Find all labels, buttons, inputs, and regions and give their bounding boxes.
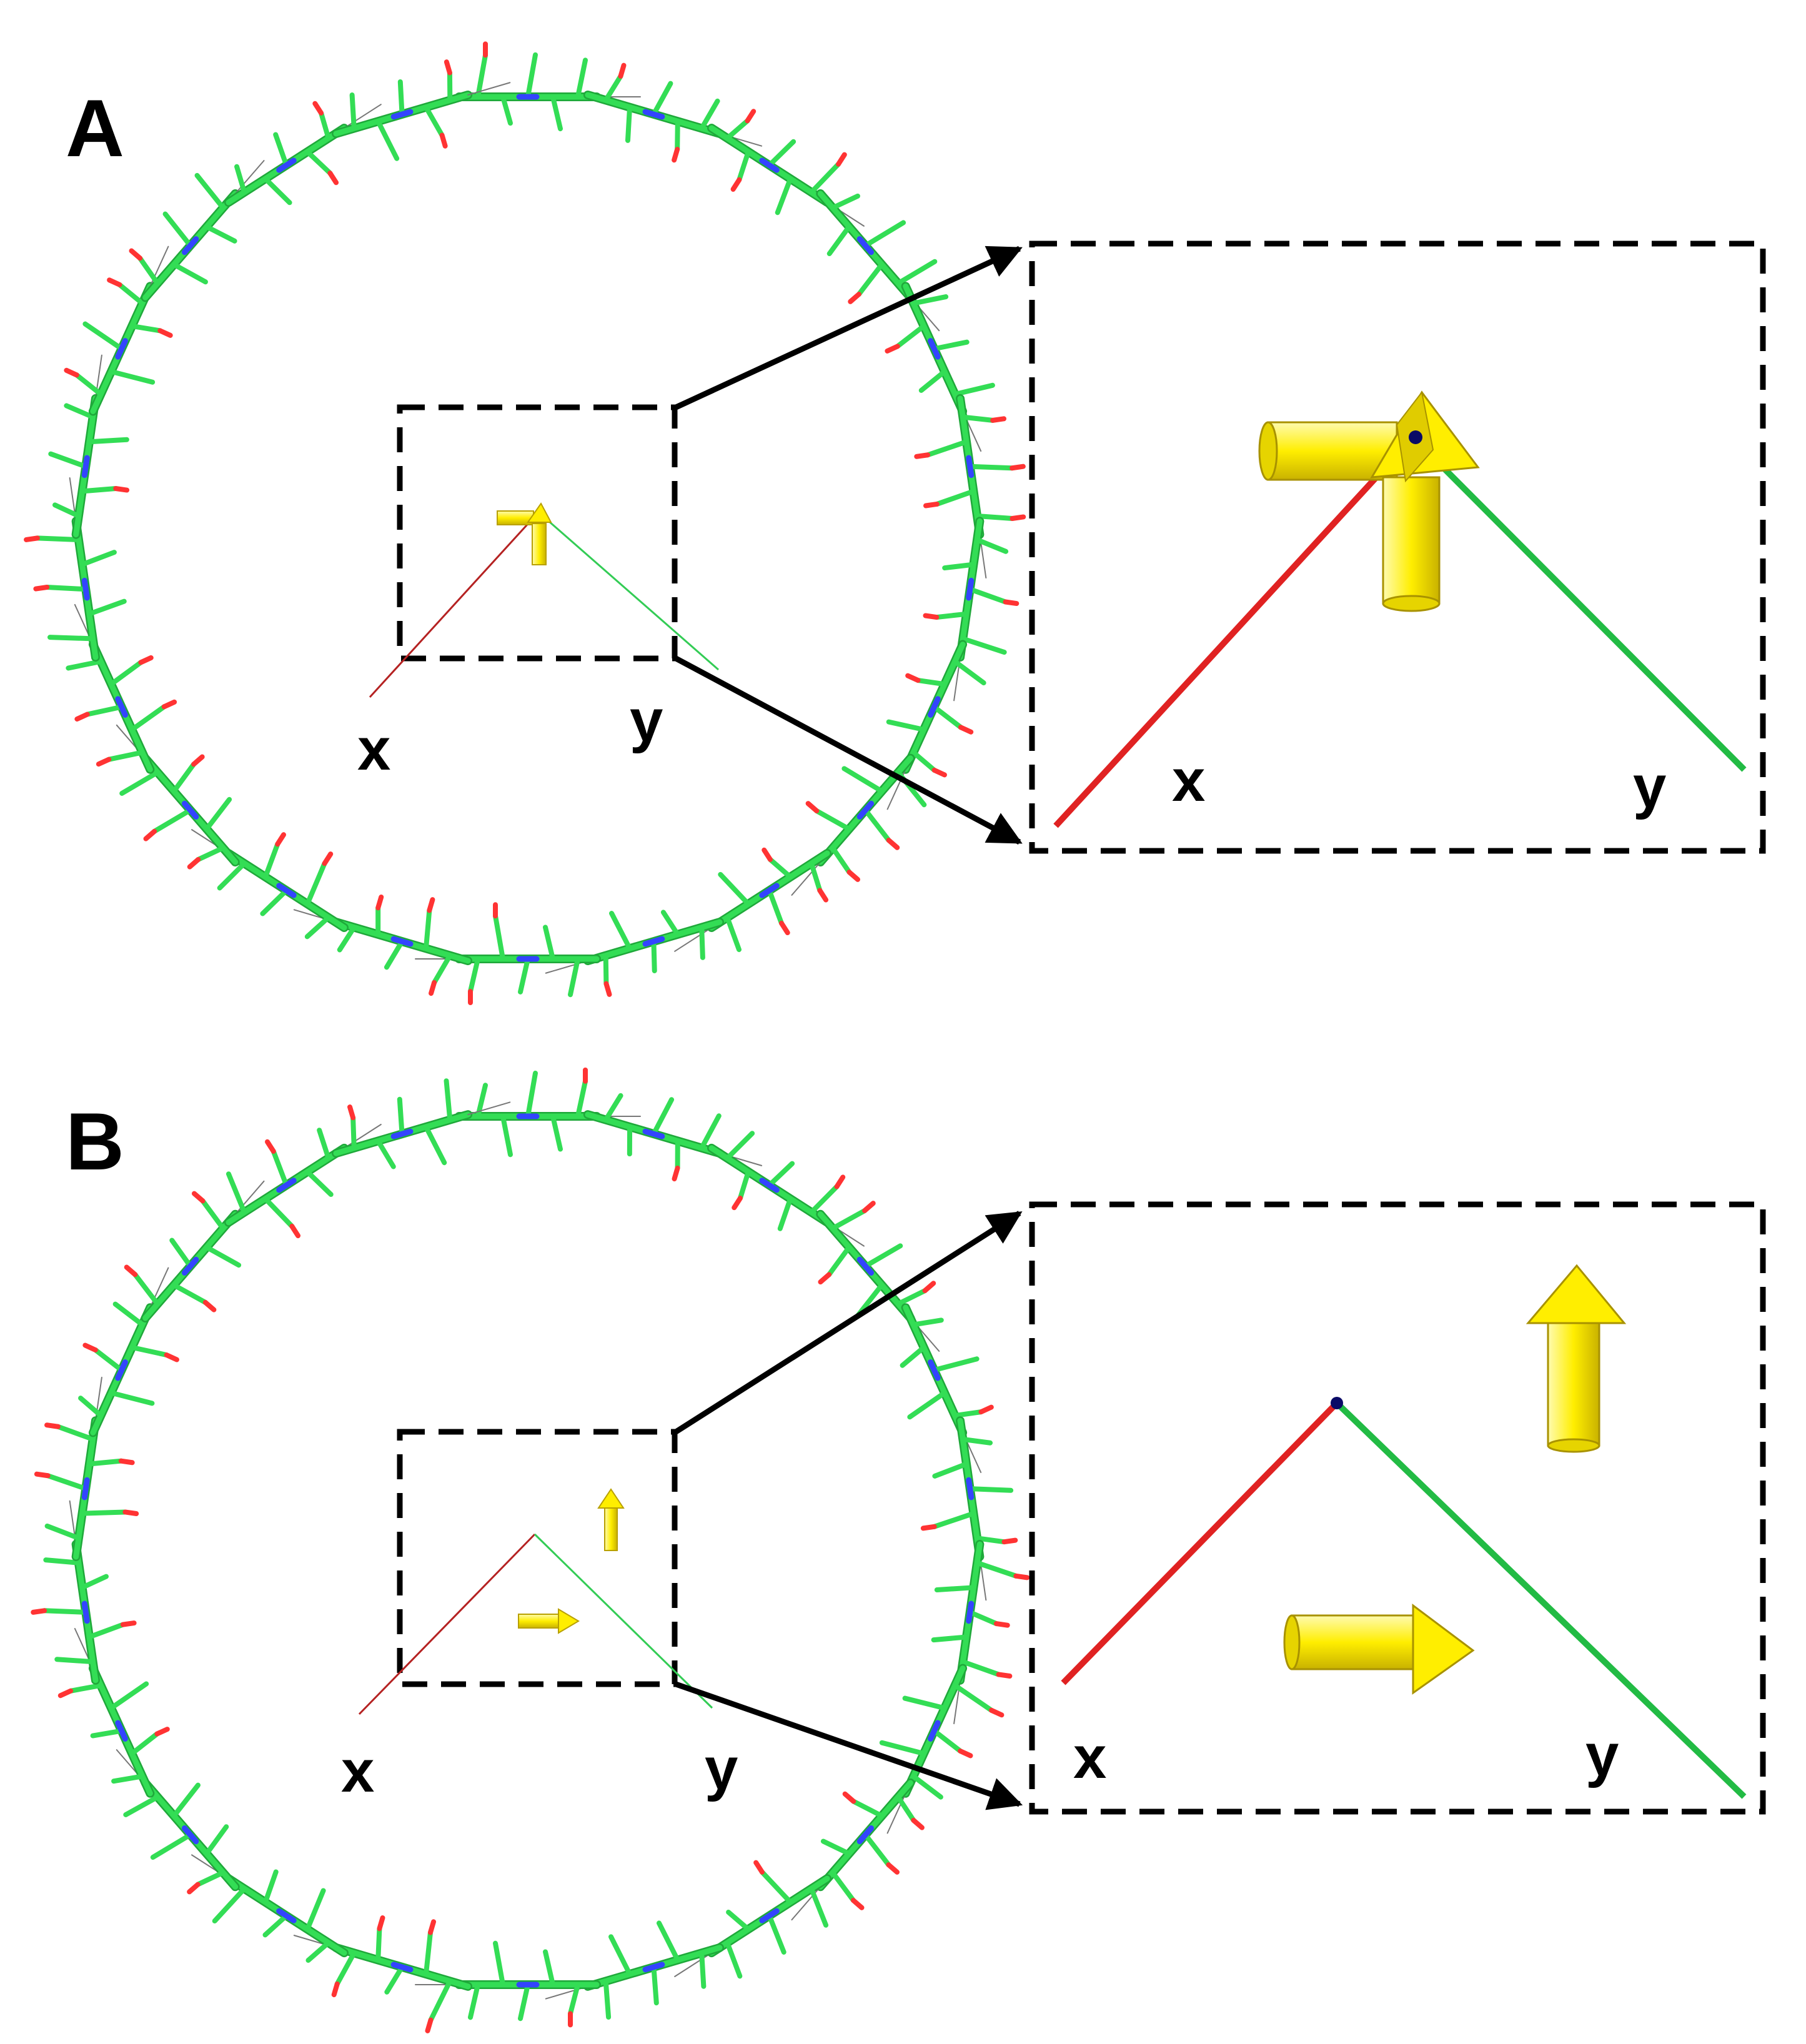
porphyrin-molecule xyxy=(124,1180,265,1323)
porphyrin-molecule xyxy=(885,282,995,452)
porphyrin-ring-a xyxy=(24,41,1026,1006)
porphyrin-molecule xyxy=(64,246,173,416)
x-axis-small-b xyxy=(358,1533,536,1715)
dipole-arrow-y-zoom-b xyxy=(1547,1319,1600,1447)
porphyrin-molecule xyxy=(931,1540,1030,1725)
porphyrin-molecule xyxy=(34,1376,139,1561)
porphyrin-molecule xyxy=(78,1267,179,1437)
panel-b: B x y x y xyxy=(31,1067,1766,2033)
inset-y-label-b: y xyxy=(705,1735,738,1802)
zoom-y-label-a: y xyxy=(1633,753,1666,820)
porphyrin-molecule xyxy=(66,603,177,774)
inset-x-label-a: x xyxy=(357,716,390,783)
porphyrin-molecule xyxy=(415,1940,601,2028)
porphyrin-ring-b xyxy=(31,1067,1030,2033)
dipole-arrowhead-small-a xyxy=(527,502,552,523)
porphyrin-molecule xyxy=(923,517,1020,702)
porphyrin-molecule xyxy=(191,1854,349,1963)
zoom-connector-bottom-a xyxy=(674,656,1023,845)
panel-label-a: A xyxy=(66,82,124,174)
dipole-arrow-y-zoom-a xyxy=(1382,476,1441,605)
zoom-x-label-a: x xyxy=(1172,747,1205,814)
x-axis-zoom-b xyxy=(1061,1401,1339,1685)
porphyrin-molecule xyxy=(900,1303,994,1474)
panel-label-b: B xyxy=(66,1096,124,1187)
zoom-connector-top-b xyxy=(674,1211,1023,1434)
y-axis-zoom-a xyxy=(1411,435,1747,772)
y-axis-small-b xyxy=(533,1533,713,1709)
porphyrin-molecule xyxy=(816,1201,940,1352)
dipole-arrows-zoom-a xyxy=(1258,390,1480,612)
porphyrin-molecule xyxy=(707,1131,865,1247)
zoom-box-a xyxy=(1029,241,1766,854)
inset-box-a xyxy=(397,404,678,662)
porphyrin-molecule xyxy=(224,101,382,207)
porphyrin-molecule xyxy=(116,1749,240,1895)
porphyrin-molecule xyxy=(24,477,127,662)
dipole-arrow-x-small-b xyxy=(518,1614,560,1629)
porphyrin-molecule xyxy=(674,847,832,953)
origin-dot-b xyxy=(1331,1397,1343,1409)
x-axis-small-a xyxy=(369,511,540,698)
porphyrin-molecule xyxy=(791,1778,925,1921)
porphyrin-molecule xyxy=(48,354,130,539)
porphyrin-molecule xyxy=(57,1627,170,1798)
zoom-x-label-b: x xyxy=(1073,1724,1106,1791)
porphyrin-molecule xyxy=(415,902,601,1006)
porphyrin-molecule xyxy=(914,394,1026,578)
porphyrin-molecule xyxy=(224,1124,382,1239)
dipole-arrows-small-a xyxy=(497,502,552,565)
y-axis-zoom-b xyxy=(1334,1401,1747,1799)
porphyrin-molecule xyxy=(455,41,641,132)
porphyrin-molecule xyxy=(129,160,265,302)
porphyrin-molecule xyxy=(293,894,473,996)
porphyrin-molecule xyxy=(31,1500,137,1685)
porphyrin-molecule xyxy=(332,59,511,161)
inset-y-label-a: y xyxy=(630,687,663,754)
zoom-y-label-b: y xyxy=(1585,1722,1619,1788)
porphyrin-molecule xyxy=(583,1093,763,1182)
y-axis-small-a xyxy=(538,511,719,671)
origin-dot-a xyxy=(1409,430,1422,444)
porphyrin-molecule xyxy=(455,1067,641,1158)
inset-box-b xyxy=(397,1429,678,1687)
porphyrin-molecule xyxy=(116,724,240,870)
dipole-arrow-y-small-b xyxy=(604,1506,618,1551)
porphyrin-molecule xyxy=(191,829,349,940)
x-axis-zoom-a xyxy=(1053,435,1416,828)
dipole-arrow-y-small-a xyxy=(532,523,547,565)
zoom-connector-top-a xyxy=(675,246,1023,410)
porphyrin-molecule xyxy=(583,62,763,163)
dipole-arrows-zoom-b xyxy=(1283,1264,1627,1695)
porphyrin-molecule xyxy=(545,1920,724,2020)
dipole-arrows-small-b xyxy=(518,1488,625,1634)
porphyrin-molecule xyxy=(816,189,940,332)
porphyrin-molecule xyxy=(332,1078,511,1169)
porphyrin-molecule xyxy=(879,1664,1005,1834)
zoom-connector-bottom-b xyxy=(675,1681,1023,1810)
porphyrin-molecule xyxy=(886,640,986,810)
porphyrin-molecule xyxy=(545,910,724,997)
panel-a: A x y x y xyxy=(24,41,1766,1006)
dipole-arrow-x-zoom-b xyxy=(1291,1614,1416,1670)
inset-x-label-b: x xyxy=(341,1738,374,1805)
porphyrin-molecule xyxy=(674,1860,832,1979)
porphyrin-molecule xyxy=(707,109,865,227)
zoom-box-b xyxy=(1029,1201,1766,1815)
